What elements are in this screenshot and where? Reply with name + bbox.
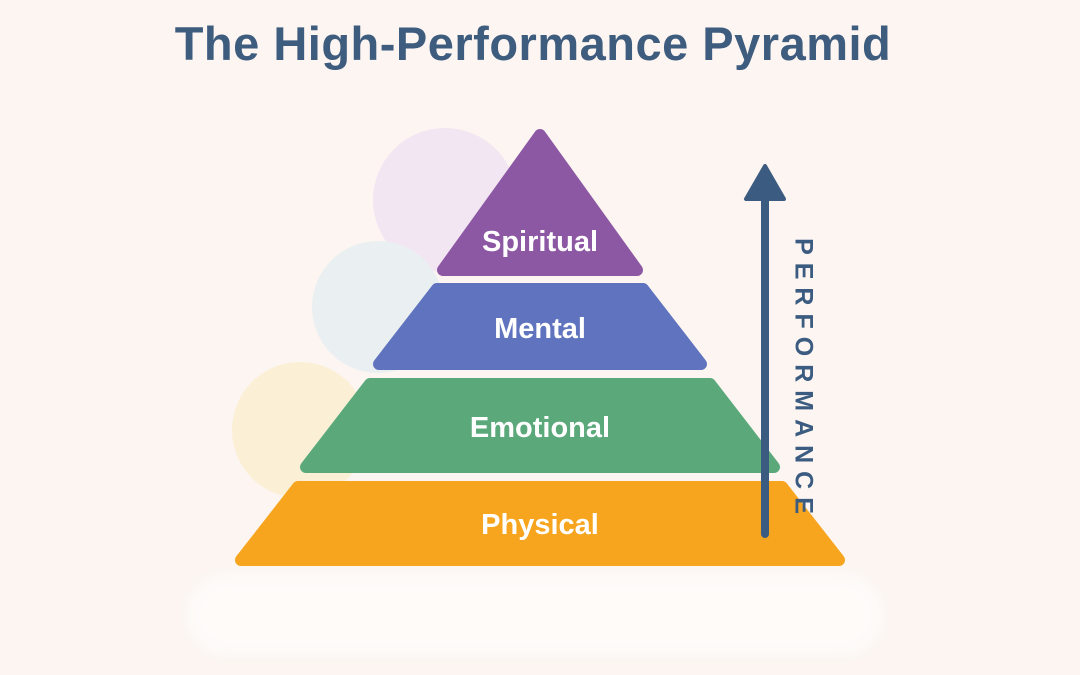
pyramid-level-mental bbox=[373, 283, 707, 370]
pyramid-level-physical bbox=[235, 481, 845, 566]
ground-shadow-blob bbox=[185, 572, 885, 657]
performance-arrow-head-icon bbox=[744, 164, 786, 201]
pyramid-label-physical: Physical bbox=[481, 509, 599, 541]
pyramid-level-emotional bbox=[300, 378, 780, 473]
pyramid-label-spiritual: Spiritual bbox=[482, 226, 598, 258]
pyramid-level-spiritual bbox=[437, 129, 643, 276]
pyramid-label-emotional: Emotional bbox=[470, 412, 610, 444]
page-title: The High-Performance Pyramid bbox=[174, 17, 892, 70]
pyramid-label-mental: Mental bbox=[494, 313, 586, 345]
performance-axis-label: PERFORMANCE bbox=[789, 238, 818, 522]
